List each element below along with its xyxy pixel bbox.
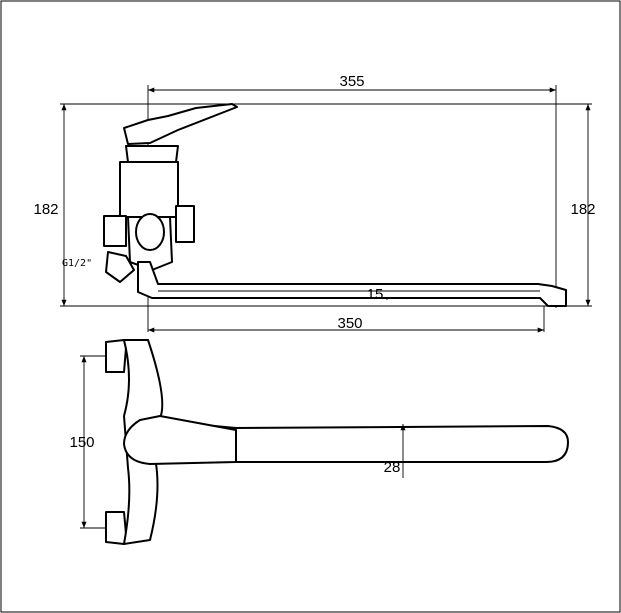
dim-spout-thickness: 15 bbox=[367, 286, 384, 303]
handle-top bbox=[123, 415, 237, 465]
eccentric-fitting bbox=[105, 251, 135, 283]
mixer-body bbox=[119, 161, 179, 218]
thread-label: G1/2" bbox=[62, 258, 92, 269]
dim-spout-length: 350 bbox=[337, 315, 362, 332]
dim-spout-width: 28 bbox=[384, 459, 401, 476]
left-connector-nut bbox=[103, 215, 127, 247]
handle-neck bbox=[125, 145, 179, 163]
dim-connector-spacing: 150 bbox=[69, 434, 94, 451]
right-connector-nut bbox=[175, 205, 195, 243]
dim-left-height: 182 bbox=[33, 201, 58, 218]
dim-right-height: 182 bbox=[570, 201, 595, 218]
front-view: 355 182 182 15 350 G1/2" bbox=[33, 73, 596, 333]
spout-top bbox=[149, 419, 569, 463]
upper-connector bbox=[105, 339, 127, 373]
cartridge-ring bbox=[135, 213, 165, 251]
dim-top-length: 355 bbox=[339, 73, 364, 90]
spout bbox=[137, 261, 567, 307]
top-view: 150 28 bbox=[69, 339, 569, 545]
lever-handle bbox=[123, 103, 238, 145]
lower-connector bbox=[105, 511, 127, 545]
